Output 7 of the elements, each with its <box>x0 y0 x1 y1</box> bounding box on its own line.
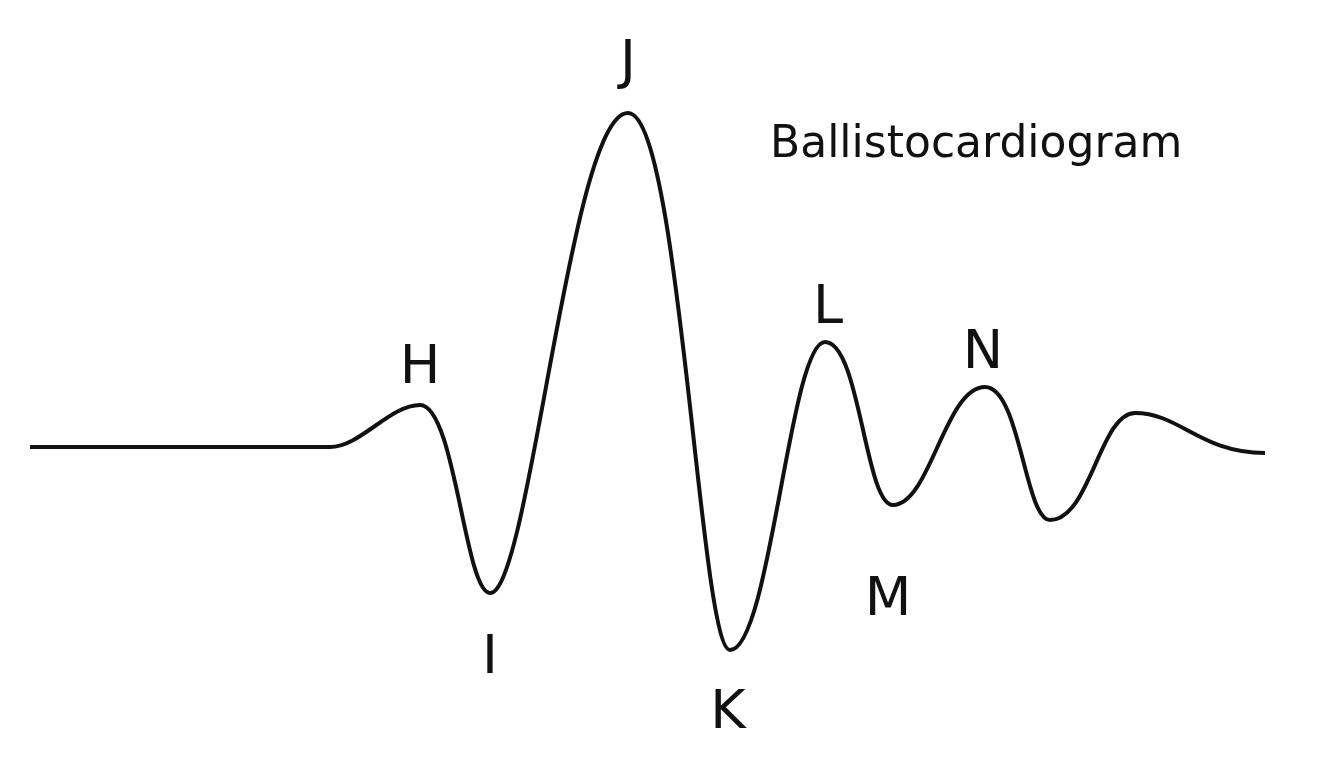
wave-point-label: H <box>399 338 441 392</box>
wave-point-label: M <box>864 570 912 624</box>
wave-point-label: L <box>812 278 844 332</box>
wave-point-label: K <box>710 683 746 737</box>
diagram-title: Ballistocardiogram <box>770 120 1183 164</box>
wave-point-label: I <box>482 628 498 682</box>
wave-point-label: N <box>962 323 1004 377</box>
